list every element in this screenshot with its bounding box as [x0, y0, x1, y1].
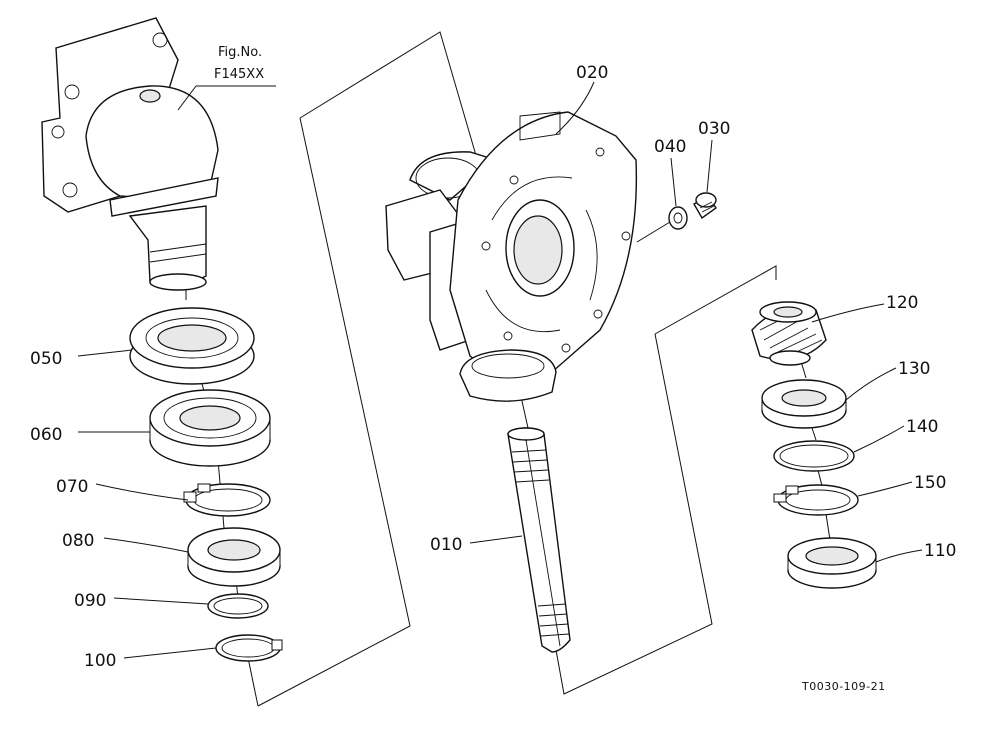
- label-150: 150: [914, 473, 946, 493]
- leader-lines: [77, 81, 923, 659]
- figure-number: F145XX: [214, 67, 264, 82]
- drawing-code: T0030-109-21: [801, 680, 886, 693]
- part-030-plug: [693, 192, 717, 220]
- label-020: 020: [576, 63, 608, 83]
- part-010-shaft: [507, 427, 571, 653]
- part-110-oil-seal: [787, 537, 877, 589]
- part-060-bearing: [149, 389, 271, 467]
- label-100: 100: [84, 651, 116, 671]
- label-120: 120: [886, 293, 918, 313]
- part-050-oil-seal: [129, 307, 255, 385]
- label-070: 070: [56, 477, 88, 497]
- figure-reference: Fig.No. F145XX: [214, 45, 264, 82]
- label-080: 080: [62, 531, 94, 551]
- part-130-bearing: [761, 379, 847, 429]
- right-bracket-lines: [555, 265, 777, 695]
- part-070-circlip: [183, 483, 271, 517]
- label-110: 110: [924, 541, 956, 561]
- figure-label: Fig.No.: [218, 45, 262, 60]
- part-labels: 050 060 070 080 090 100 010 020 040 030 …: [30, 63, 956, 671]
- part-080-bearing: [187, 527, 281, 587]
- part-140-shim: [773, 440, 855, 472]
- label-130: 130: [898, 359, 930, 379]
- part-040-washer: [668, 206, 688, 230]
- label-010: 010: [430, 535, 462, 555]
- label-140: 140: [906, 417, 938, 437]
- label-050: 050: [30, 349, 62, 369]
- label-030: 030: [698, 119, 730, 139]
- part-100-circlip: [215, 634, 283, 662]
- part-120-bevel-gear: [751, 301, 827, 366]
- part-150-circlip: [773, 484, 859, 516]
- label-060: 060: [30, 425, 62, 445]
- label-090: 090: [74, 591, 106, 611]
- label-040: 040: [654, 137, 686, 157]
- gear-case-cover: [41, 17, 219, 291]
- left-bracket-lines: [245, 31, 483, 707]
- part-020-gear-case: [385, 111, 638, 402]
- part-090-shim: [207, 593, 269, 619]
